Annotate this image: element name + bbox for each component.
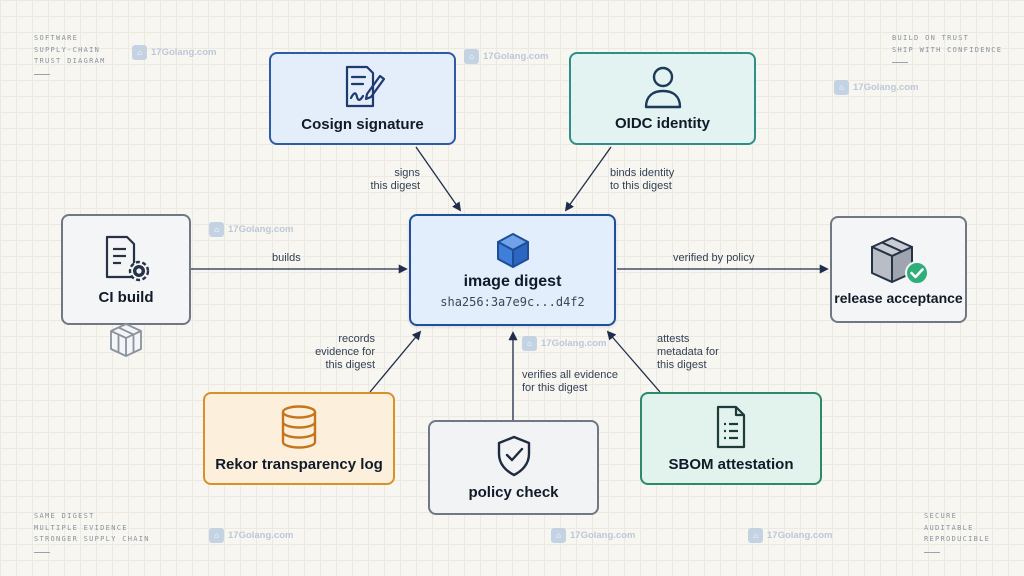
node-title: Rekor transparency log — [215, 456, 383, 473]
caption-line: REPRODUCIBLE — [924, 535, 991, 543]
golang-logo-icon: ⌂ — [209, 222, 224, 237]
edge-label-line: for this digest — [522, 382, 588, 394]
node-release-acceptance: release acceptance — [830, 216, 967, 323]
watermark-text: 17Golang.com — [151, 47, 217, 58]
watermark: ⌂ 17Golang.com — [464, 49, 548, 64]
edge-label-line: records — [338, 333, 375, 345]
arrow-attests — [606, 330, 661, 393]
arrow-signs — [415, 146, 462, 212]
golang-logo-icon: ⌂ — [748, 528, 763, 543]
caption-line: SECURE — [924, 512, 958, 520]
node-title: CI build — [98, 289, 154, 306]
watermark: ⌂ 17Golang.com — [551, 528, 635, 543]
caption-line: AUDITABLE — [924, 523, 974, 532]
edge-label-binds: binds identity to this digest — [610, 167, 674, 193]
arrow-records — [369, 330, 422, 393]
caption-rule — [34, 551, 50, 553]
watermark-text: 17Golang.com — [767, 530, 833, 541]
caption-rule — [892, 62, 908, 63]
node-title: SBOM attestation — [668, 456, 794, 473]
package-cube-icon — [110, 323, 142, 357]
node-title: Cosign signature — [301, 116, 424, 133]
signed-document-icon — [345, 65, 385, 108]
watermark-text: 17Golang.com — [228, 530, 294, 541]
watermark: ⌂ 17Golang.com — [209, 528, 293, 543]
caption-line: SUPPLY-CHAIN — [34, 45, 101, 54]
list-document-icon — [716, 405, 746, 449]
node-oidc-identity: OIDC identity — [569, 52, 756, 145]
node-cosign-signature: Cosign signature — [269, 52, 456, 145]
caption-line: SAME DIGEST — [34, 512, 95, 520]
edge-label-attests: attests metadata for this digest — [657, 333, 719, 372]
caption-bottom-right: SECURE AUDITABLE REPRODUCIBLE — [924, 511, 990, 553]
node-title: release acceptance — [834, 289, 963, 306]
node-image-digest: image digest sha256:3a7e9c...d4f2 — [409, 214, 616, 326]
document-gear-icon — [105, 235, 150, 282]
watermark-text: 17Golang.com — [228, 224, 294, 235]
golang-logo-icon: ⌂ — [209, 528, 224, 543]
caption-rule — [34, 73, 50, 75]
shield-check-icon — [497, 435, 530, 477]
edge-label-line: binds identity — [610, 167, 675, 179]
caption-line: STRONGER SUPPLY CHAIN — [34, 535, 150, 543]
watermark: ⌂ 17Golang.com — [748, 528, 832, 543]
edge-label-line: metadata for — [657, 346, 719, 358]
edge-label-verified: verified by policy — [673, 252, 754, 265]
caption-top-right: BUILD ON TRUST SHIP WITH CONFIDENCE — [892, 33, 1002, 63]
node-rekor-transparency-log: Rekor transparency log — [203, 392, 395, 485]
caption-line: SOFTWARE — [34, 34, 79, 42]
node-title: image digest — [463, 273, 562, 290]
caption-line: TRUST DIAGRAM — [34, 57, 106, 65]
edge-label-records: records evidence for this digest — [300, 333, 375, 372]
database-icon — [281, 405, 317, 449]
caption-line: MULTIPLE EVIDENCE — [34, 523, 128, 532]
edge-label-builds: builds — [272, 252, 301, 265]
edge-label-verifies: verifies all evidence for this digest — [522, 369, 618, 395]
edge-label-line: verified by policy — [673, 252, 755, 264]
cube-icon — [496, 233, 529, 268]
golang-logo-icon: ⌂ — [551, 528, 566, 543]
node-sbom-attestation: SBOM attestation — [640, 392, 822, 485]
watermark-text: 17Golang.com — [570, 530, 636, 541]
caption-bottom-left: SAME DIGEST MULTIPLE EVIDENCE STRONGER S… — [34, 511, 150, 553]
edge-label-line: verifies all evidence — [522, 369, 618, 381]
node-title: policy check — [468, 484, 559, 501]
watermark-text: 17Golang.com — [541, 338, 607, 349]
watermark-text: 17Golang.com — [853, 82, 919, 93]
box-check-icon — [870, 236, 929, 285]
node-policy-check: policy check — [428, 420, 599, 515]
watermark: ⌂ 17Golang.com — [834, 80, 918, 95]
arrow-binds — [564, 146, 612, 212]
user-icon — [644, 66, 681, 109]
edge-label-line: this digest — [657, 359, 707, 371]
watermark: ⌂ 17Golang.com — [209, 222, 293, 237]
golang-logo-icon: ⌂ — [132, 45, 147, 60]
watermark: ⌂ 17Golang.com — [522, 336, 606, 351]
golang-logo-icon: ⌂ — [522, 336, 537, 351]
node-title: OIDC identity — [614, 115, 710, 132]
edge-label-line: this digest — [325, 359, 375, 371]
edge-label-signs: signs this digest — [366, 167, 420, 193]
caption-top-left: SOFTWARE SUPPLY-CHAIN TRUST DIAGRAM — [34, 33, 106, 75]
caption-rule — [924, 551, 940, 553]
watermark-text: 17Golang.com — [483, 51, 549, 62]
edge-label-line: this digest — [370, 180, 420, 192]
edge-label-line: evidence for — [315, 346, 375, 358]
edge-label-line: to this digest — [610, 180, 672, 192]
node-ci-build: CI build — [61, 214, 191, 325]
golang-logo-icon: ⌂ — [834, 80, 849, 95]
golang-logo-icon: ⌂ — [464, 49, 479, 64]
edge-label-line: attests — [657, 333, 690, 345]
caption-line: SHIP WITH CONFIDENCE — [892, 45, 1003, 54]
caption-line: BUILD ON TRUST — [892, 34, 970, 42]
watermark: ⌂ 17Golang.com — [132, 45, 216, 60]
digest-hash: sha256:3a7e9c...d4f2 — [440, 295, 585, 309]
edge-label-line: signs — [394, 167, 420, 179]
edge-label-line: builds — [272, 252, 301, 264]
